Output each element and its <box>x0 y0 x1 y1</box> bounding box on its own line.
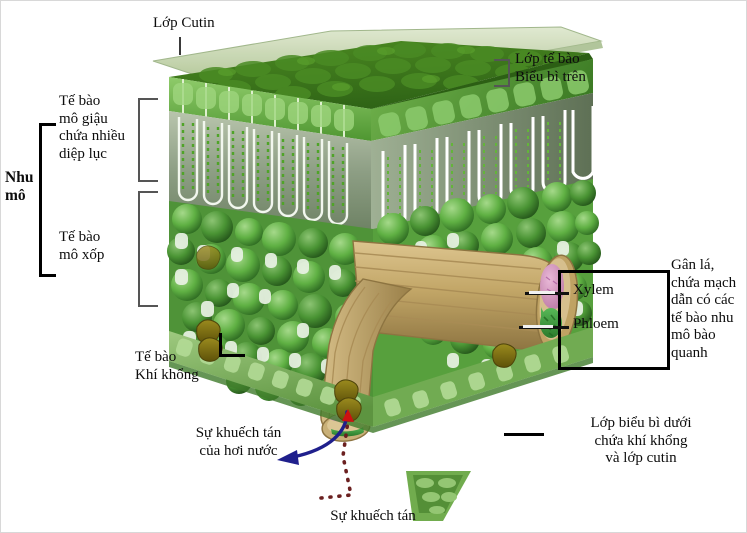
stomata-art <box>196 245 517 422</box>
palisade-mesophyll-art <box>169 93 595 233</box>
xylem-leader-line-white <box>529 291 555 294</box>
co2-diffusion-line1: Sự khuếch tán <box>330 507 416 524</box>
co2-arrow <box>319 409 354 500</box>
cutin-leader-line <box>179 37 181 55</box>
label-cutin-layer: Lớp Cutin <box>153 15 215 31</box>
mesophyll-bracket <box>39 123 56 277</box>
lower-epidermis-leader-line <box>504 433 544 436</box>
label-phloem: Phloem <box>573 316 619 332</box>
vein-callout-box <box>558 270 670 370</box>
stomata-leader-vertical <box>219 333 222 357</box>
spongy-bracket <box>138 191 158 307</box>
lower-leaf-tip-art <box>406 471 471 521</box>
label-upper-epidermis: Lớp tế bào Biểu bì trên <box>515 51 586 85</box>
upper-epidermis-art <box>169 59 593 141</box>
label-water-diffusion: Sự khuếch tán của hơi nước <box>195 425 282 459</box>
label-lower-epidermis: Lớp biểu bì dưới chứa khí khổng và lớp c… <box>590 415 692 466</box>
label-palisade-cells: Tế bào mô giậu chứa nhiều diệp lục <box>59 93 126 162</box>
label-stomata-cells: Tế bào Khí khổng <box>135 349 199 383</box>
label-co2-diffusion: Sự khuếch tán của CO2 <box>293 490 453 532</box>
label-vein: Gân lá, chứa mạch dẫn có các tế bào nhu … <box>671 257 737 361</box>
label-xylem: Xylem <box>573 282 614 298</box>
stomata-leader-horizontal <box>219 354 245 357</box>
label-mesophyll-group: Nhu mô <box>5 169 34 204</box>
label-spongy-cells: Tế bào mô xốp <box>59 229 105 263</box>
phloem-leader-line-white <box>523 325 553 328</box>
upper-epidermis-bracket <box>494 59 510 87</box>
palisade-bracket <box>138 98 158 182</box>
